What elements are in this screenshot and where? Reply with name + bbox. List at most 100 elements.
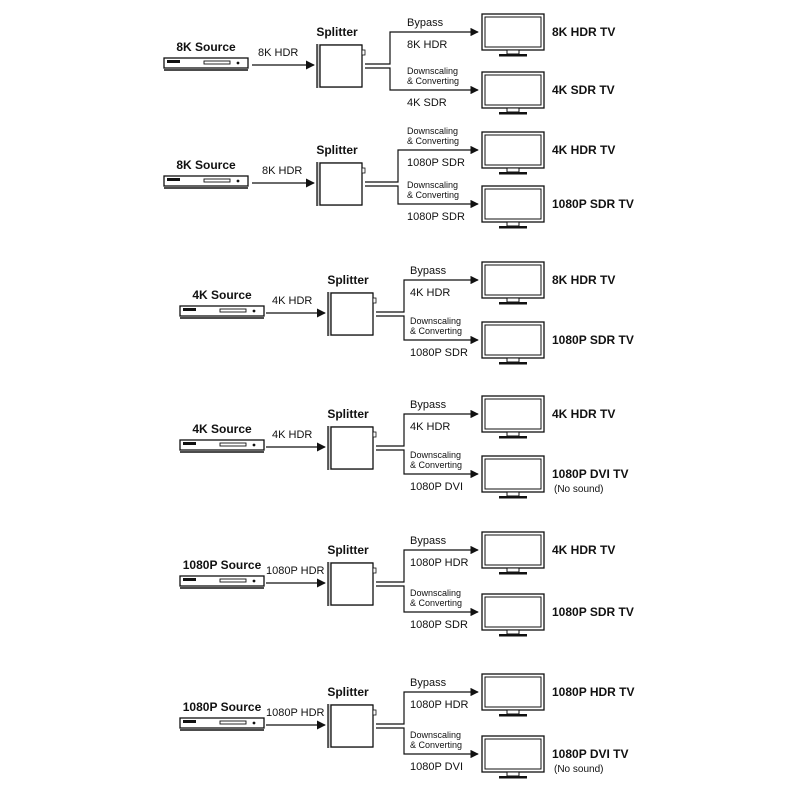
bottom-branch-arrow — [376, 727, 479, 759]
top-branch-arrow — [365, 27, 479, 65]
tv-screen — [484, 16, 542, 48]
tv-neck — [506, 771, 520, 777]
tv-bezel — [481, 71, 545, 109]
bottom-mode-label-line2: & Converting — [410, 740, 462, 750]
bottom-branch-arrow — [376, 315, 479, 345]
source-device-body — [163, 175, 249, 187]
splitter-body — [330, 704, 374, 748]
bottom-mode-label: Downscaling — [410, 450, 461, 460]
media-player-icon — [163, 57, 249, 71]
bottom-mode-label: Downscaling — [410, 588, 461, 598]
bottom-mode-label: Downscaling — [410, 730, 461, 740]
source-device-led — [252, 443, 256, 447]
splitter-port — [372, 297, 377, 304]
bottom-branch-arrow — [365, 185, 479, 209]
source-device-body — [179, 305, 265, 317]
source-device-slot — [219, 308, 247, 313]
bottom-display-label: 4K SDR TV — [552, 83, 615, 97]
tv-stand — [499, 112, 527, 115]
tv-bezel — [481, 673, 545, 711]
top-branch-arrow — [376, 275, 479, 313]
top-signal-label: 4K HDR — [410, 287, 450, 299]
source-device-led — [252, 579, 256, 583]
bottom-signal-label: 1080P DVI — [410, 761, 463, 773]
splitter-label: Splitter — [327, 543, 369, 557]
source-label: 8K Source — [176, 40, 236, 54]
tv-monitor-icon — [481, 673, 545, 717]
bottom-mode-label-line2: & Converting — [407, 76, 459, 86]
tv-stand — [499, 54, 527, 57]
top-branch-arrow — [365, 145, 479, 183]
source-device-slot — [219, 720, 247, 725]
tv-neck — [506, 167, 520, 173]
tv-screen — [484, 458, 542, 490]
splitter-body — [330, 562, 374, 606]
tv-monitor-icon — [481, 395, 545, 439]
tv-bezel — [481, 131, 545, 169]
top-mode-label: Bypass — [410, 399, 447, 411]
top-signal-label: 1080P HDR — [410, 557, 469, 569]
media-player-icon — [179, 575, 265, 589]
top-signal-label: 1080P SDR — [407, 157, 465, 169]
source-label: 1080P Source — [183, 700, 262, 714]
source-device-led — [252, 721, 256, 725]
splitter-label: Splitter — [316, 25, 358, 39]
source-device-led — [236, 179, 240, 183]
bottom-branch-arrow — [365, 67, 479, 95]
tv-monitor-icon — [481, 71, 545, 115]
input-signal-label: 8K HDR — [262, 165, 302, 177]
input-signal-label: 8K HDR — [258, 47, 298, 59]
source-device-button — [183, 578, 196, 581]
tv-monitor-icon — [481, 185, 545, 229]
tv-bezel — [481, 13, 545, 51]
tv-monitor-icon — [481, 13, 545, 57]
splitter-body — [330, 292, 374, 336]
top-display-label: 8K HDR TV — [552, 273, 615, 287]
top-mode-label: Bypass — [410, 535, 447, 547]
top-branch-arrow — [376, 545, 479, 583]
tv-screen — [484, 534, 542, 566]
tv-monitor-icon — [481, 131, 545, 175]
tv-neck — [506, 709, 520, 715]
bottom-display-note: (No sound) — [554, 764, 603, 775]
tv-screen — [484, 188, 542, 220]
top-mode-label: Downscaling — [407, 126, 458, 136]
splitter-label: Splitter — [327, 407, 369, 421]
splitter-box-icon — [316, 162, 366, 206]
source-device-body — [179, 575, 265, 587]
tv-bezel — [481, 321, 545, 359]
tv-bezel — [481, 593, 545, 631]
splitter-label: Splitter — [316, 143, 358, 157]
splitter-body — [330, 426, 374, 470]
tv-screen — [484, 596, 542, 628]
tv-screen — [484, 398, 542, 430]
source-label: 1080P Source — [183, 558, 262, 572]
splitter-label: Splitter — [327, 273, 369, 287]
tv-screen — [484, 134, 542, 166]
bottom-signal-label: 1080P DVI — [410, 481, 463, 493]
source-device-body — [163, 57, 249, 69]
top-display-label: 4K HDR TV — [552, 543, 615, 557]
tv-neck — [506, 297, 520, 303]
tv-neck — [506, 491, 520, 497]
bottom-display-label: 1080P DVI TV — [552, 747, 629, 761]
source-label: 4K Source — [192, 288, 252, 302]
tv-monitor-icon — [481, 593, 545, 637]
top-display-label: 4K HDR TV — [552, 143, 615, 157]
bottom-mode-label: Downscaling — [407, 180, 458, 190]
splitter-label: Splitter — [327, 685, 369, 699]
bottom-mode-label-line2: & Converting — [410, 460, 462, 470]
top-branch-arrow — [376, 687, 479, 725]
input-signal-label: 1080P HDR — [266, 565, 325, 577]
tv-monitor-icon — [481, 321, 545, 365]
tv-screen — [484, 324, 542, 356]
splitter-port — [361, 167, 366, 174]
